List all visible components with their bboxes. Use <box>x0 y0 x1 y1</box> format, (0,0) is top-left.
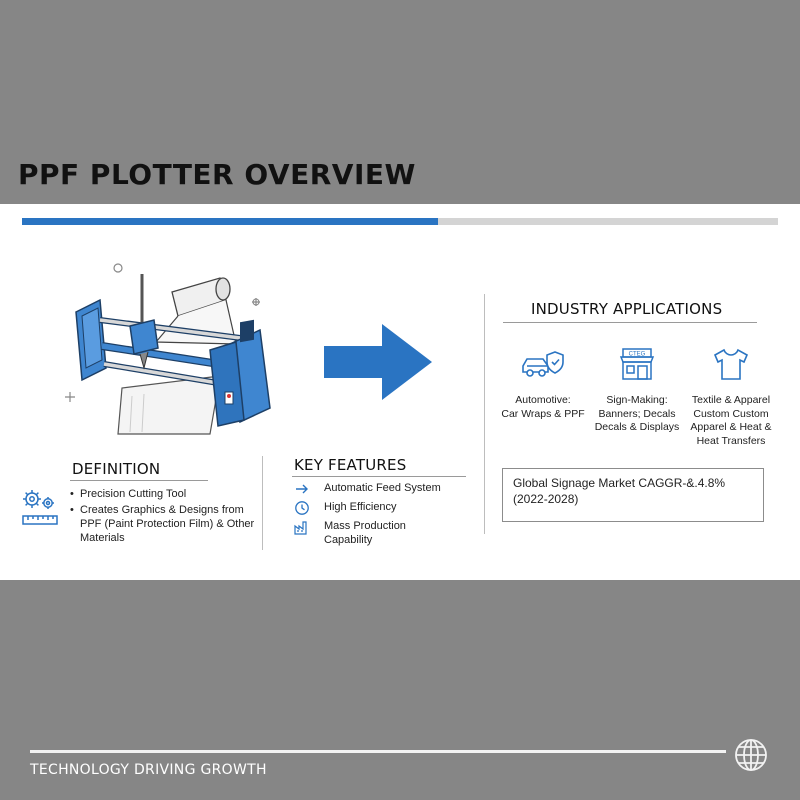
list-item: Mass Production Capability <box>292 518 482 552</box>
flow-arrow <box>324 324 432 400</box>
industry-applications-heading: INDUSTRY APPLICATIONS <box>531 300 723 318</box>
list-item: Automatic Feed System <box>292 480 482 497</box>
page-title: PPF PLOTTER OVERVIEW <box>18 158 416 191</box>
footer-divider <box>30 750 726 753</box>
globe-icon <box>735 739 767 771</box>
column-divider <box>484 294 485 534</box>
plotter-machine-illustration <box>65 263 271 435</box>
application-label: Sign-Making: Banners; Decals Decals & Di… <box>594 394 680 433</box>
overview-panel: DEFINITION Precision Cutting Tool Create… <box>0 204 800 580</box>
factory-icon <box>294 521 307 535</box>
application-automotive: Automotive: Car Wraps & PPF <box>496 346 590 421</box>
storefront-icon: CTEG <box>619 348 655 380</box>
list-item: High Efficiency <box>292 499 482 516</box>
heading-underline <box>503 322 757 323</box>
market-stat-box: Global Signage Market CAGGR-&.4.8% (2022… <box>502 468 764 522</box>
market-stat-period: (2022-2028) <box>513 492 579 506</box>
key-features-heading: KEY FEATURES <box>294 456 407 474</box>
feature-label: High Efficiency <box>324 501 397 513</box>
definition-heading: DEFINITION <box>72 460 161 478</box>
application-sign-making: CTEG Sign-Making: Banners; Decals Decals… <box>590 346 684 435</box>
list-item: Creates Graphics & Designs from PPF (Pai… <box>70 503 260 545</box>
column-divider <box>262 456 263 550</box>
clock-icon <box>295 501 309 515</box>
market-stat-line: Global Signage Market CAGGR-&.4.8% <box>513 476 726 490</box>
list-item: Precision Cutting Tool <box>70 487 260 501</box>
application-label: Automotive: Car Wraps & PPF <box>501 394 585 420</box>
progress-fill <box>22 218 438 225</box>
car-shield-icon <box>522 351 564 377</box>
heading-underline <box>70 480 208 481</box>
definition-list: Precision Cutting Tool Creates Graphics … <box>70 487 260 547</box>
gear-ruler-icon <box>22 490 58 525</box>
applications-row: Automotive: Car Wraps & PPF CTEG Sign-Ma… <box>496 346 778 456</box>
feature-label: Mass Production Capability <box>324 520 406 546</box>
footer-text: TECHNOLOGY DRIVING GROWTH <box>30 762 267 778</box>
feature-label: Automatic Feed System <box>324 482 441 494</box>
application-textile: Textile & Apparel Custom Custom Apparel … <box>684 346 778 448</box>
features-list: Automatic Feed System High Efficiency Ma… <box>292 480 482 554</box>
storefront-sign-text: CTEG <box>629 352 646 358</box>
progress-bar <box>22 218 778 225</box>
application-label: Textile & Apparel Custom Custom Apparel … <box>690 394 772 447</box>
tshirt-icon <box>713 348 749 380</box>
heading-underline <box>292 476 466 477</box>
arrow-right-icon <box>296 484 308 494</box>
